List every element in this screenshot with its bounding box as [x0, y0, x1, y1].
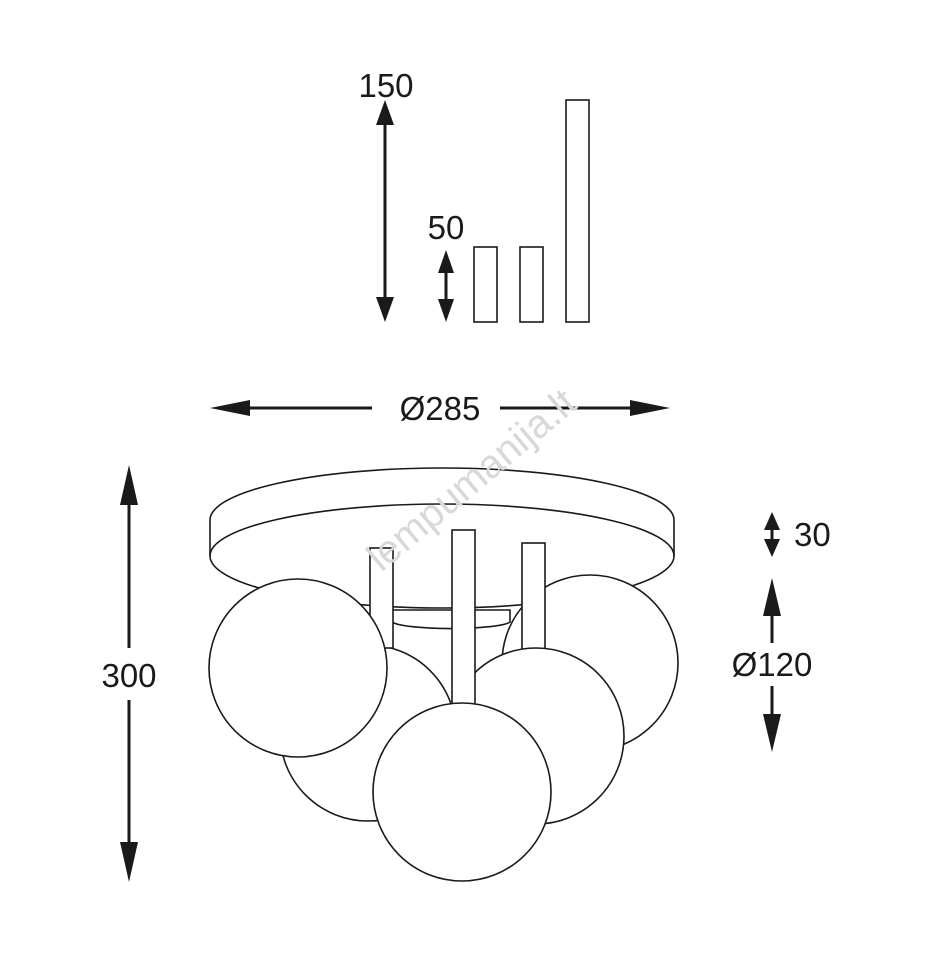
rod-50-dimension: 50	[428, 209, 465, 322]
rod-150-label: 150	[358, 67, 413, 104]
rod-short-2	[519, 246, 544, 323]
canopy-height-label: 30	[794, 516, 831, 553]
total-height-dimension: 300	[101, 465, 157, 882]
inner-disc	[391, 609, 511, 630]
rod-short-1	[473, 246, 498, 323]
globe-front-left	[208, 578, 388, 758]
rod-long	[565, 99, 590, 323]
total-height-label: 300	[101, 657, 156, 694]
globe-front-center	[372, 702, 552, 882]
rod-options	[473, 99, 590, 323]
canopy-diameter-label: Ø285	[400, 390, 481, 427]
globe-diameter-dimension: Ø120	[732, 578, 813, 752]
rod-150-dimension: 150	[358, 67, 414, 322]
globe-diameter-label: Ø120	[732, 646, 813, 683]
lamp-body	[208, 467, 679, 882]
rod-right	[521, 542, 546, 654]
rod-center	[451, 529, 476, 709]
canopy-diameter-dimension: Ø285	[210, 390, 670, 427]
canopy-height-dimension: 30	[764, 512, 831, 557]
rod-50-label: 50	[428, 209, 465, 246]
